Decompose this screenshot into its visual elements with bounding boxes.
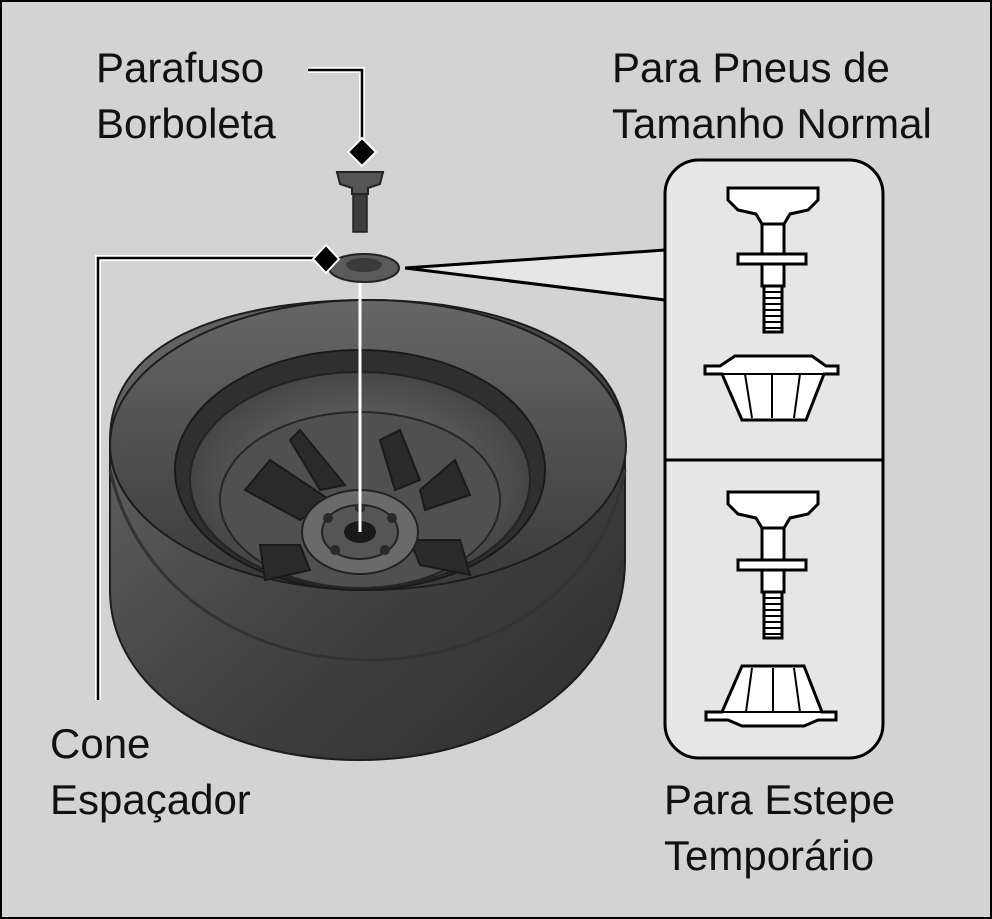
temporary-spare-label-line1: Para Estepe <box>664 776 896 823</box>
normal-tire-bolt <box>726 186 820 334</box>
spacer-cone-label: Cone Espaçador <box>50 716 251 828</box>
spacer-cone-label-line1: Cone <box>50 720 151 767</box>
temporary-spare-cone <box>704 664 838 728</box>
normal-tires-label: Para Pneus de Tamanho Normal <box>612 40 932 152</box>
normal-tire-cone <box>703 354 840 422</box>
normal-tires-label-line2: Tamanho Normal <box>612 100 932 147</box>
wing-bolt-label-line2: Borboleta <box>96 100 276 147</box>
temporary-spare-label-line2: Temporário <box>664 832 875 879</box>
wing-bolt-label: Parafuso Borboleta <box>96 40 276 152</box>
temporary-spare-bolt <box>726 490 820 640</box>
callout-pointer <box>404 248 666 302</box>
wing-bolt-part <box>335 171 385 233</box>
wing-bolt-label-line1: Parafuso <box>96 44 265 91</box>
spacer-cone-label-line2: Espaçador <box>50 776 251 823</box>
spacer-cone-leader <box>95 243 341 700</box>
wheel-spokes <box>243 428 472 582</box>
normal-tires-label-line1: Para Pneus de <box>612 44 890 91</box>
temporary-spare-label: Para Estepe Temporário <box>664 772 895 884</box>
parts-panel <box>663 158 885 760</box>
wing-bolt-leader <box>308 67 378 168</box>
spacer-cone-part <box>328 253 400 283</box>
